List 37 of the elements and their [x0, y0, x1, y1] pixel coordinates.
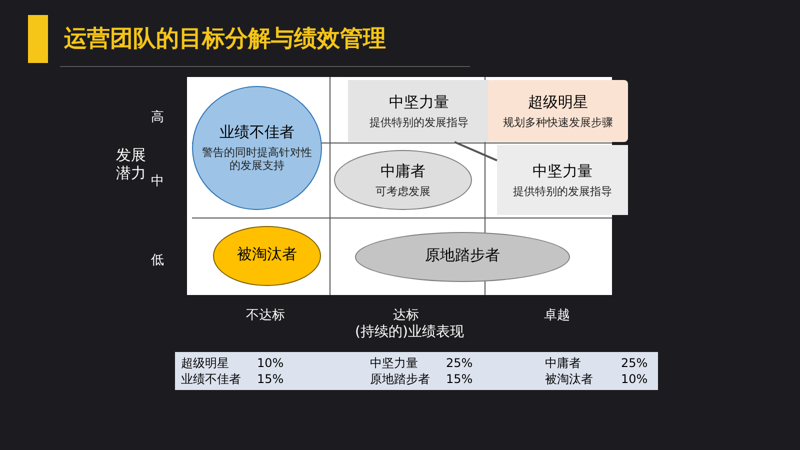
connector-line [454, 141, 498, 162]
category-label: 原地踏步者 [370, 371, 431, 387]
axis-title: (持续的)业绩表现 [355, 323, 464, 342]
percentage-value: 15% [446, 371, 473, 387]
category-title: 超级明星 [528, 92, 588, 112]
category-label: 中坚力量 [370, 355, 419, 371]
category-box [348, 80, 490, 142]
category-description: 提供特别的发展指导 [512, 184, 613, 198]
category-description: 规划多种快速发展步骤 [502, 116, 614, 130]
axis-title: 发展潜力 [116, 146, 147, 182]
category-label: 业绩不佳者 [181, 371, 242, 387]
category-label: 超级明星 [181, 355, 230, 371]
axis-level-label: 卓越 [544, 307, 570, 325]
category-description: 提供特别的发展指导 [368, 116, 470, 130]
category-title: 中庸者 [380, 162, 426, 180]
category-label: 中庸者 [545, 355, 582, 371]
category-description: 警告的同时提高针对性的发展支持 [201, 146, 313, 174]
percentage-value: 10% [621, 371, 648, 387]
axis-level-label: 中 [151, 173, 164, 191]
percentage-value: 25% [446, 355, 473, 371]
axis-level-label: 低 [151, 252, 164, 270]
category-title: 原地踏步者 [425, 246, 500, 264]
category-box [497, 145, 628, 215]
axis-level-label: 不达标 [246, 307, 285, 325]
percentage-value: 25% [621, 355, 648, 371]
axis-level-label: 高 [151, 109, 164, 127]
percentage-value: 15% [257, 371, 284, 387]
category-description: 可考虑发展 [374, 184, 432, 198]
category-label: 被淘汰者 [545, 371, 594, 387]
title: 运营团队的目标分解与绩效管理 [64, 25, 386, 54]
percentage-value: 10% [257, 355, 284, 371]
category-title: 中坚力量 [532, 162, 592, 180]
axis-level-label: 达标 [393, 307, 419, 324]
category-title: 中坚力量 [389, 92, 449, 112]
category-title: 业绩不佳者 [220, 122, 294, 142]
category-title: 被淘汰者 [237, 244, 297, 264]
category-box [488, 80, 628, 142]
